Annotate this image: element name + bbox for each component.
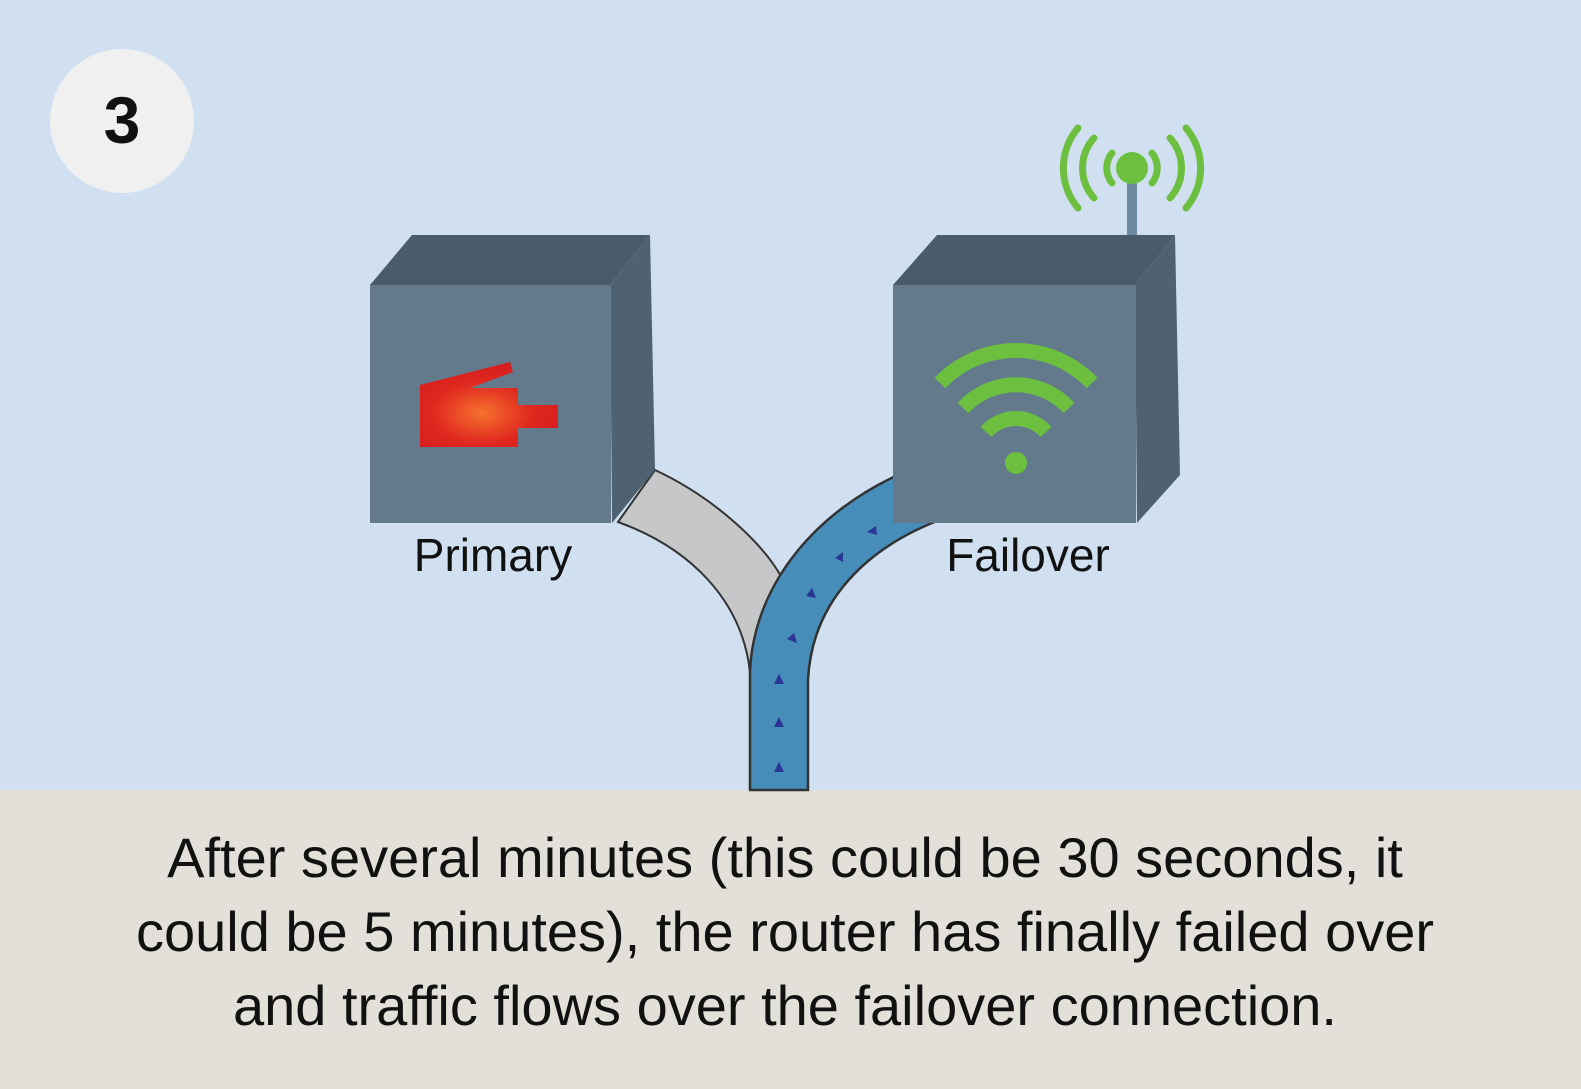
caption-line: After several minutes (this could be 30 … (167, 826, 1403, 889)
traffic-arrow (787, 633, 797, 643)
caption-line: could be 5 minutes), the router has fina… (136, 900, 1434, 963)
caption: After several minutes (this could be 30 … (136, 826, 1434, 1037)
traffic-arrows (774, 526, 877, 772)
step-number: 3 (104, 83, 141, 157)
primary-router (370, 235, 655, 523)
traffic-arrow (806, 588, 816, 598)
traffic-arrow (867, 526, 877, 535)
failover-label: Failover (946, 529, 1110, 581)
caption-background (0, 790, 1581, 1089)
traffic-arrow (774, 674, 784, 684)
traffic-arrow (774, 762, 784, 772)
ethernet-plug-icon (420, 362, 558, 447)
traffic-arrow (774, 717, 784, 727)
wifi-icon (934, 342, 1098, 474)
caption-line: and traffic flows over the failover conn… (233, 974, 1337, 1037)
failover-router (893, 235, 1180, 523)
antenna-icon (1059, 124, 1205, 244)
step-badge: 3 (50, 49, 194, 193)
traffic-arrow (835, 552, 843, 562)
primary-label: Primary (414, 529, 572, 581)
